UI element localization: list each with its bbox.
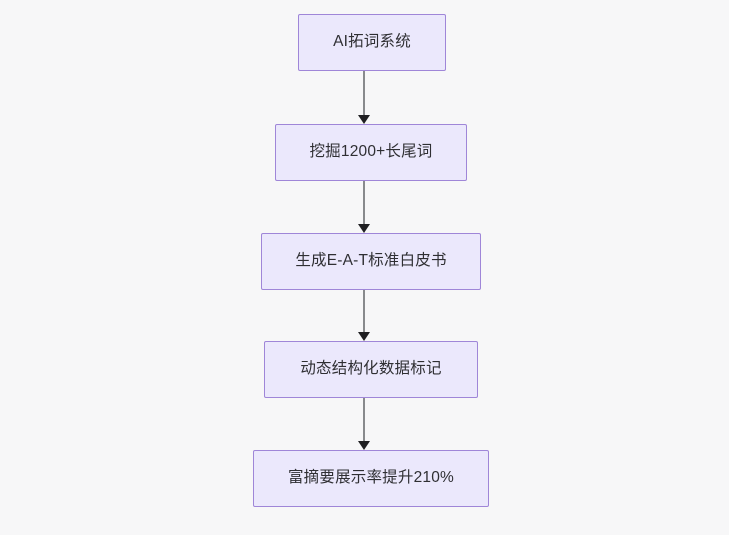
connector-n3-n4 <box>357 290 371 341</box>
connector-line <box>363 71 365 116</box>
arrowhead-icon <box>358 115 370 124</box>
arrowhead-icon <box>358 441 370 450</box>
flow-node-label: 动态结构化数据标记 <box>300 360 442 378</box>
flow-node-ai-keyword-system[interactable]: AI拓词系统 <box>298 14 446 71</box>
flow-node-longtail-mining[interactable]: 挖掘1200+长尾词 <box>275 124 467 181</box>
connector-line <box>363 290 365 333</box>
flow-node-label: 富摘要展示率提升210% <box>287 469 455 487</box>
arrowhead-icon <box>358 332 370 341</box>
connector-line <box>363 398 365 442</box>
flow-node-label: 挖掘1200+长尾词 <box>309 143 433 161</box>
connector-line <box>363 181 365 225</box>
flow-node-label: 生成E-A-T标准白皮书 <box>295 252 447 270</box>
connector-n4-n5 <box>357 398 371 450</box>
connector-n1-n2 <box>357 71 371 124</box>
connector-n2-n3 <box>357 181 371 233</box>
flow-node-eat-whitepaper[interactable]: 生成E-A-T标准白皮书 <box>261 233 481 290</box>
flow-node-rich-snippet-uplift[interactable]: 富摘要展示率提升210% <box>253 450 489 507</box>
flow-node-label: AI拓词系统 <box>333 33 411 51</box>
flow-node-structured-data-markup[interactable]: 动态结构化数据标记 <box>264 341 478 398</box>
arrowhead-icon <box>358 224 370 233</box>
